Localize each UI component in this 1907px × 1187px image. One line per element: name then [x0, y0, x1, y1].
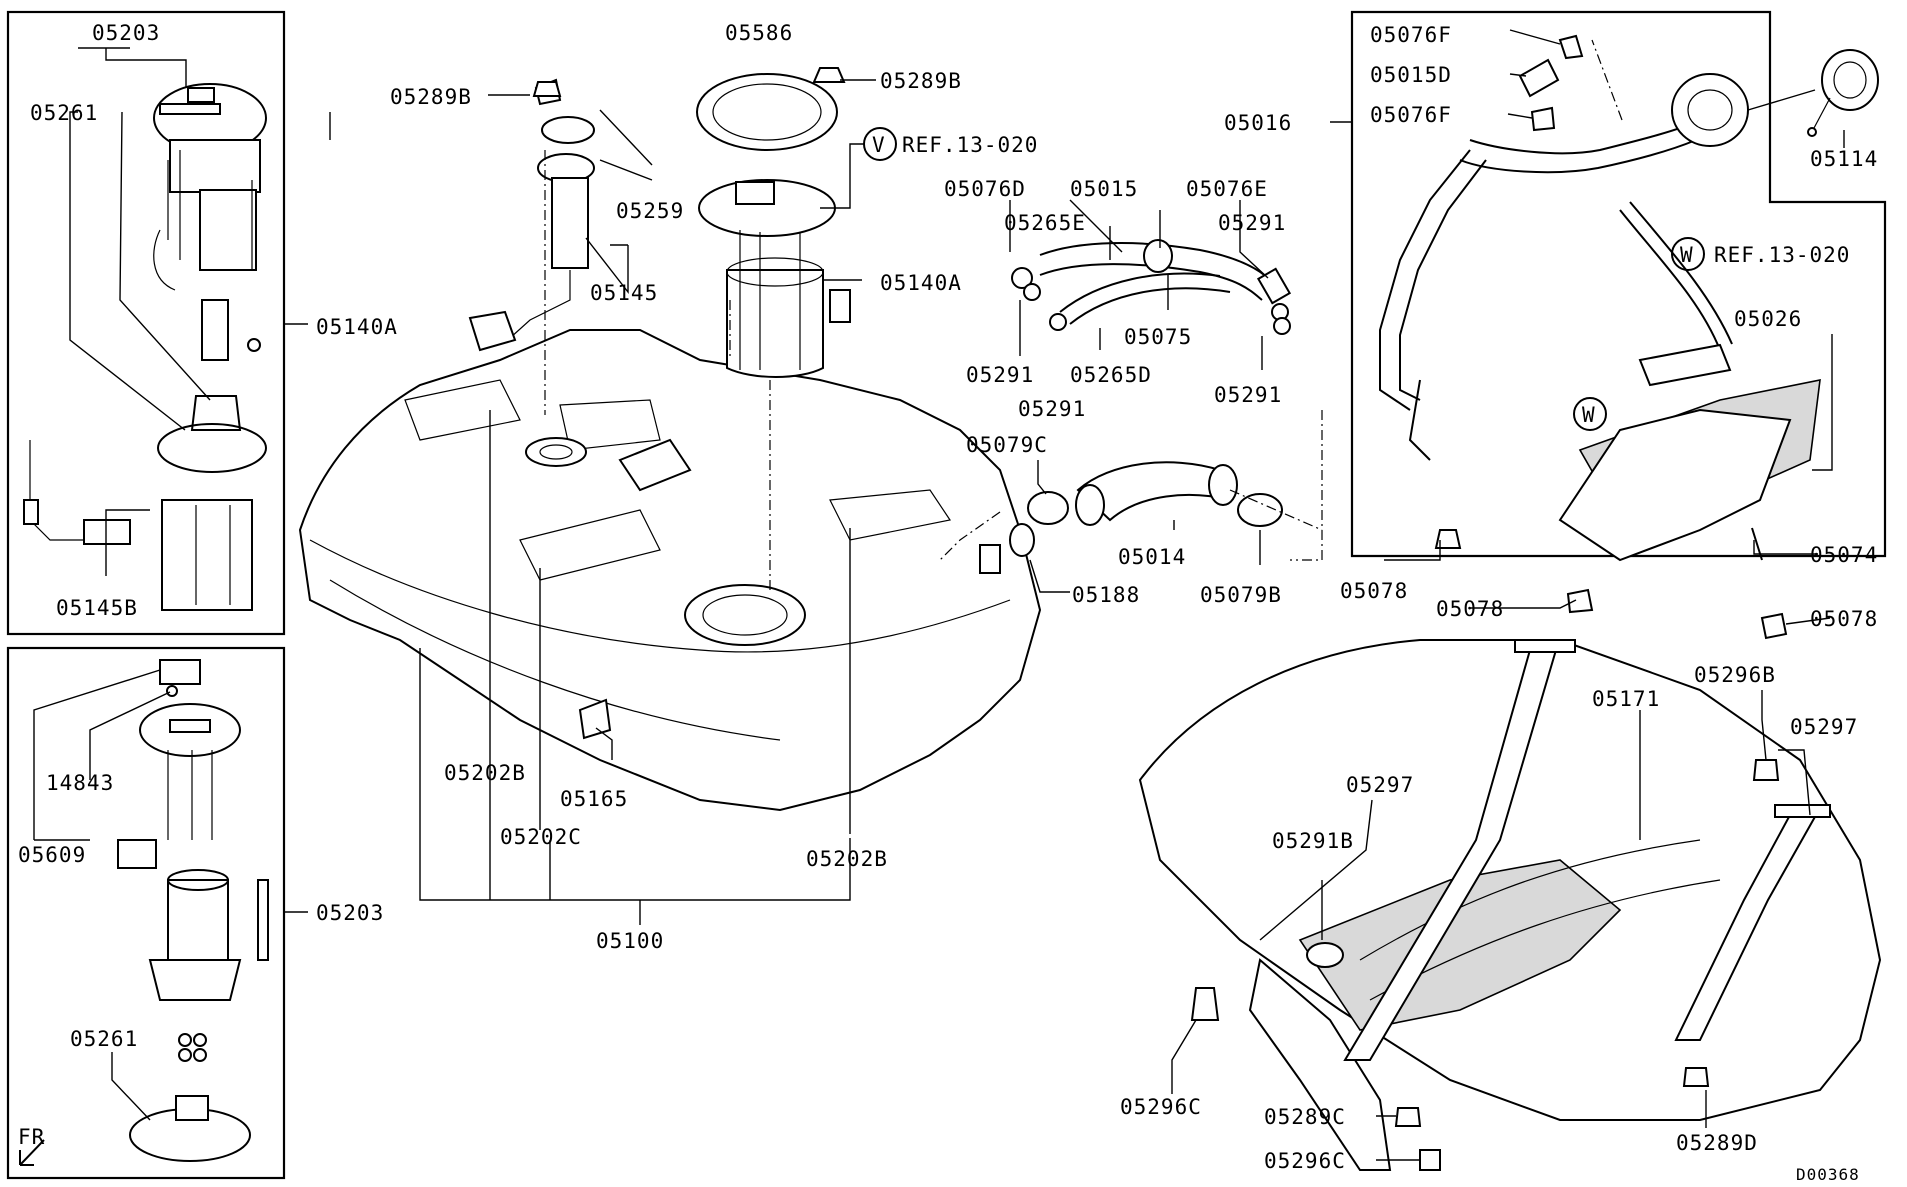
label-14843: 14843 — [46, 771, 114, 795]
label-05171: 05171 — [1592, 687, 1660, 711]
label-05289D: 05289D — [1676, 1131, 1758, 1155]
label-05076F-1: 05076F — [1370, 23, 1452, 47]
fuel-pump-assembly-box-upper — [6, 10, 286, 636]
label-05015D: 05015D — [1370, 63, 1452, 87]
ref-callout-w-letter: W — [1680, 243, 1694, 267]
label-05076F-2: 05076F — [1370, 103, 1452, 127]
label-05079C: 05079C — [966, 433, 1048, 457]
label-05296C-2: 05296C — [1264, 1149, 1346, 1173]
callout-w-marker: W — [1582, 403, 1596, 427]
fuel-pump-module-center — [696, 73, 851, 378]
breather-hoses — [1011, 239, 1292, 335]
label-05203-top: 05203 — [92, 21, 160, 45]
label-05203-left: 05203 — [316, 901, 384, 925]
ref-callout-w-text: REF.13-020 — [1714, 243, 1850, 267]
label-05078-3: 05078 — [1810, 607, 1878, 631]
ref-callout-v-text: REF.13-020 — [902, 133, 1038, 157]
label-05261-top: 05261 — [30, 101, 98, 125]
label-05145B: 05145B — [56, 596, 138, 620]
label-05291-b: 05291 — [966, 363, 1034, 387]
label-05265E: 05265E — [1004, 211, 1086, 235]
label-05291-c: 05291 — [1018, 397, 1086, 421]
drawing-code: D00368 — [1796, 1165, 1860, 1184]
fuel-filler-cap — [1807, 49, 1879, 137]
label-05015: 05015 — [1070, 177, 1138, 201]
part-labels: 05203 05261 05140A 05145B 14843 05609 05… — [18, 21, 1878, 1184]
label-05074: 05074 — [1810, 543, 1878, 567]
label-05202B-1: 05202B — [444, 761, 526, 785]
label-05202B-2: 05202B — [806, 847, 888, 871]
label-05075: 05075 — [1124, 325, 1192, 349]
ref-callout-v-letter: V — [872, 133, 886, 157]
label-05289B-2: 05289B — [880, 69, 962, 93]
label-05140A-left: 05140A — [316, 315, 398, 339]
fuel-tank-body — [298, 329, 1042, 812]
label-05291-d: 05291 — [1214, 383, 1282, 407]
label-05296B: 05296B — [1694, 663, 1776, 687]
label-05289B-1: 05289B — [390, 85, 472, 109]
label-05078-1: 05078 — [1340, 579, 1408, 603]
label-05026: 05026 — [1734, 307, 1802, 331]
fuel-pump-assembly-box-lower — [6, 646, 286, 1180]
label-05100: 05100 — [596, 929, 664, 953]
tank-straps — [1343, 639, 1831, 1061]
label-05297-2: 05297 — [1346, 773, 1414, 797]
label-05078-2: 05078 — [1436, 597, 1504, 621]
label-05140A-mid: 05140A — [880, 271, 962, 295]
label-05202C: 05202C — [500, 825, 582, 849]
fuel-pump-module-upper — [23, 83, 267, 611]
label-05297-1: 05297 — [1790, 715, 1858, 739]
label-05076E: 05076E — [1186, 177, 1268, 201]
label-05076D: 05076D — [944, 177, 1026, 201]
label-05291-a: 05291 — [1218, 211, 1286, 235]
label-05259: 05259 — [616, 199, 684, 223]
label-05261-bot: 05261 — [70, 1027, 138, 1051]
filler-neck-hose — [1009, 461, 1283, 557]
label-05145: 05145 — [590, 281, 658, 305]
label-05165: 05165 — [560, 787, 628, 811]
label-05296C-1: 05296C — [1120, 1095, 1202, 1119]
label-05114: 05114 — [1810, 147, 1878, 171]
label-05265D: 05265D — [1070, 363, 1152, 387]
filler-neck-box — [1350, 10, 1887, 558]
label-05016: 05016 — [1224, 111, 1292, 135]
label-05609: 05609 — [18, 843, 86, 867]
label-05586: 05586 — [725, 21, 793, 45]
label-05079B: 05079B — [1200, 583, 1282, 607]
filler-neck-pipe — [1379, 73, 1749, 461]
label-05291B: 05291B — [1272, 829, 1354, 853]
fuel-pump-module-lower — [117, 659, 269, 1162]
label-05289C: 05289C — [1264, 1105, 1346, 1129]
fuel-sender-unit — [468, 78, 595, 352]
label-05188: 05188 — [1072, 583, 1140, 607]
splash-shield — [1558, 378, 1821, 562]
front-direction-label: FR — [18, 1125, 45, 1149]
label-05014: 05014 — [1118, 545, 1186, 569]
